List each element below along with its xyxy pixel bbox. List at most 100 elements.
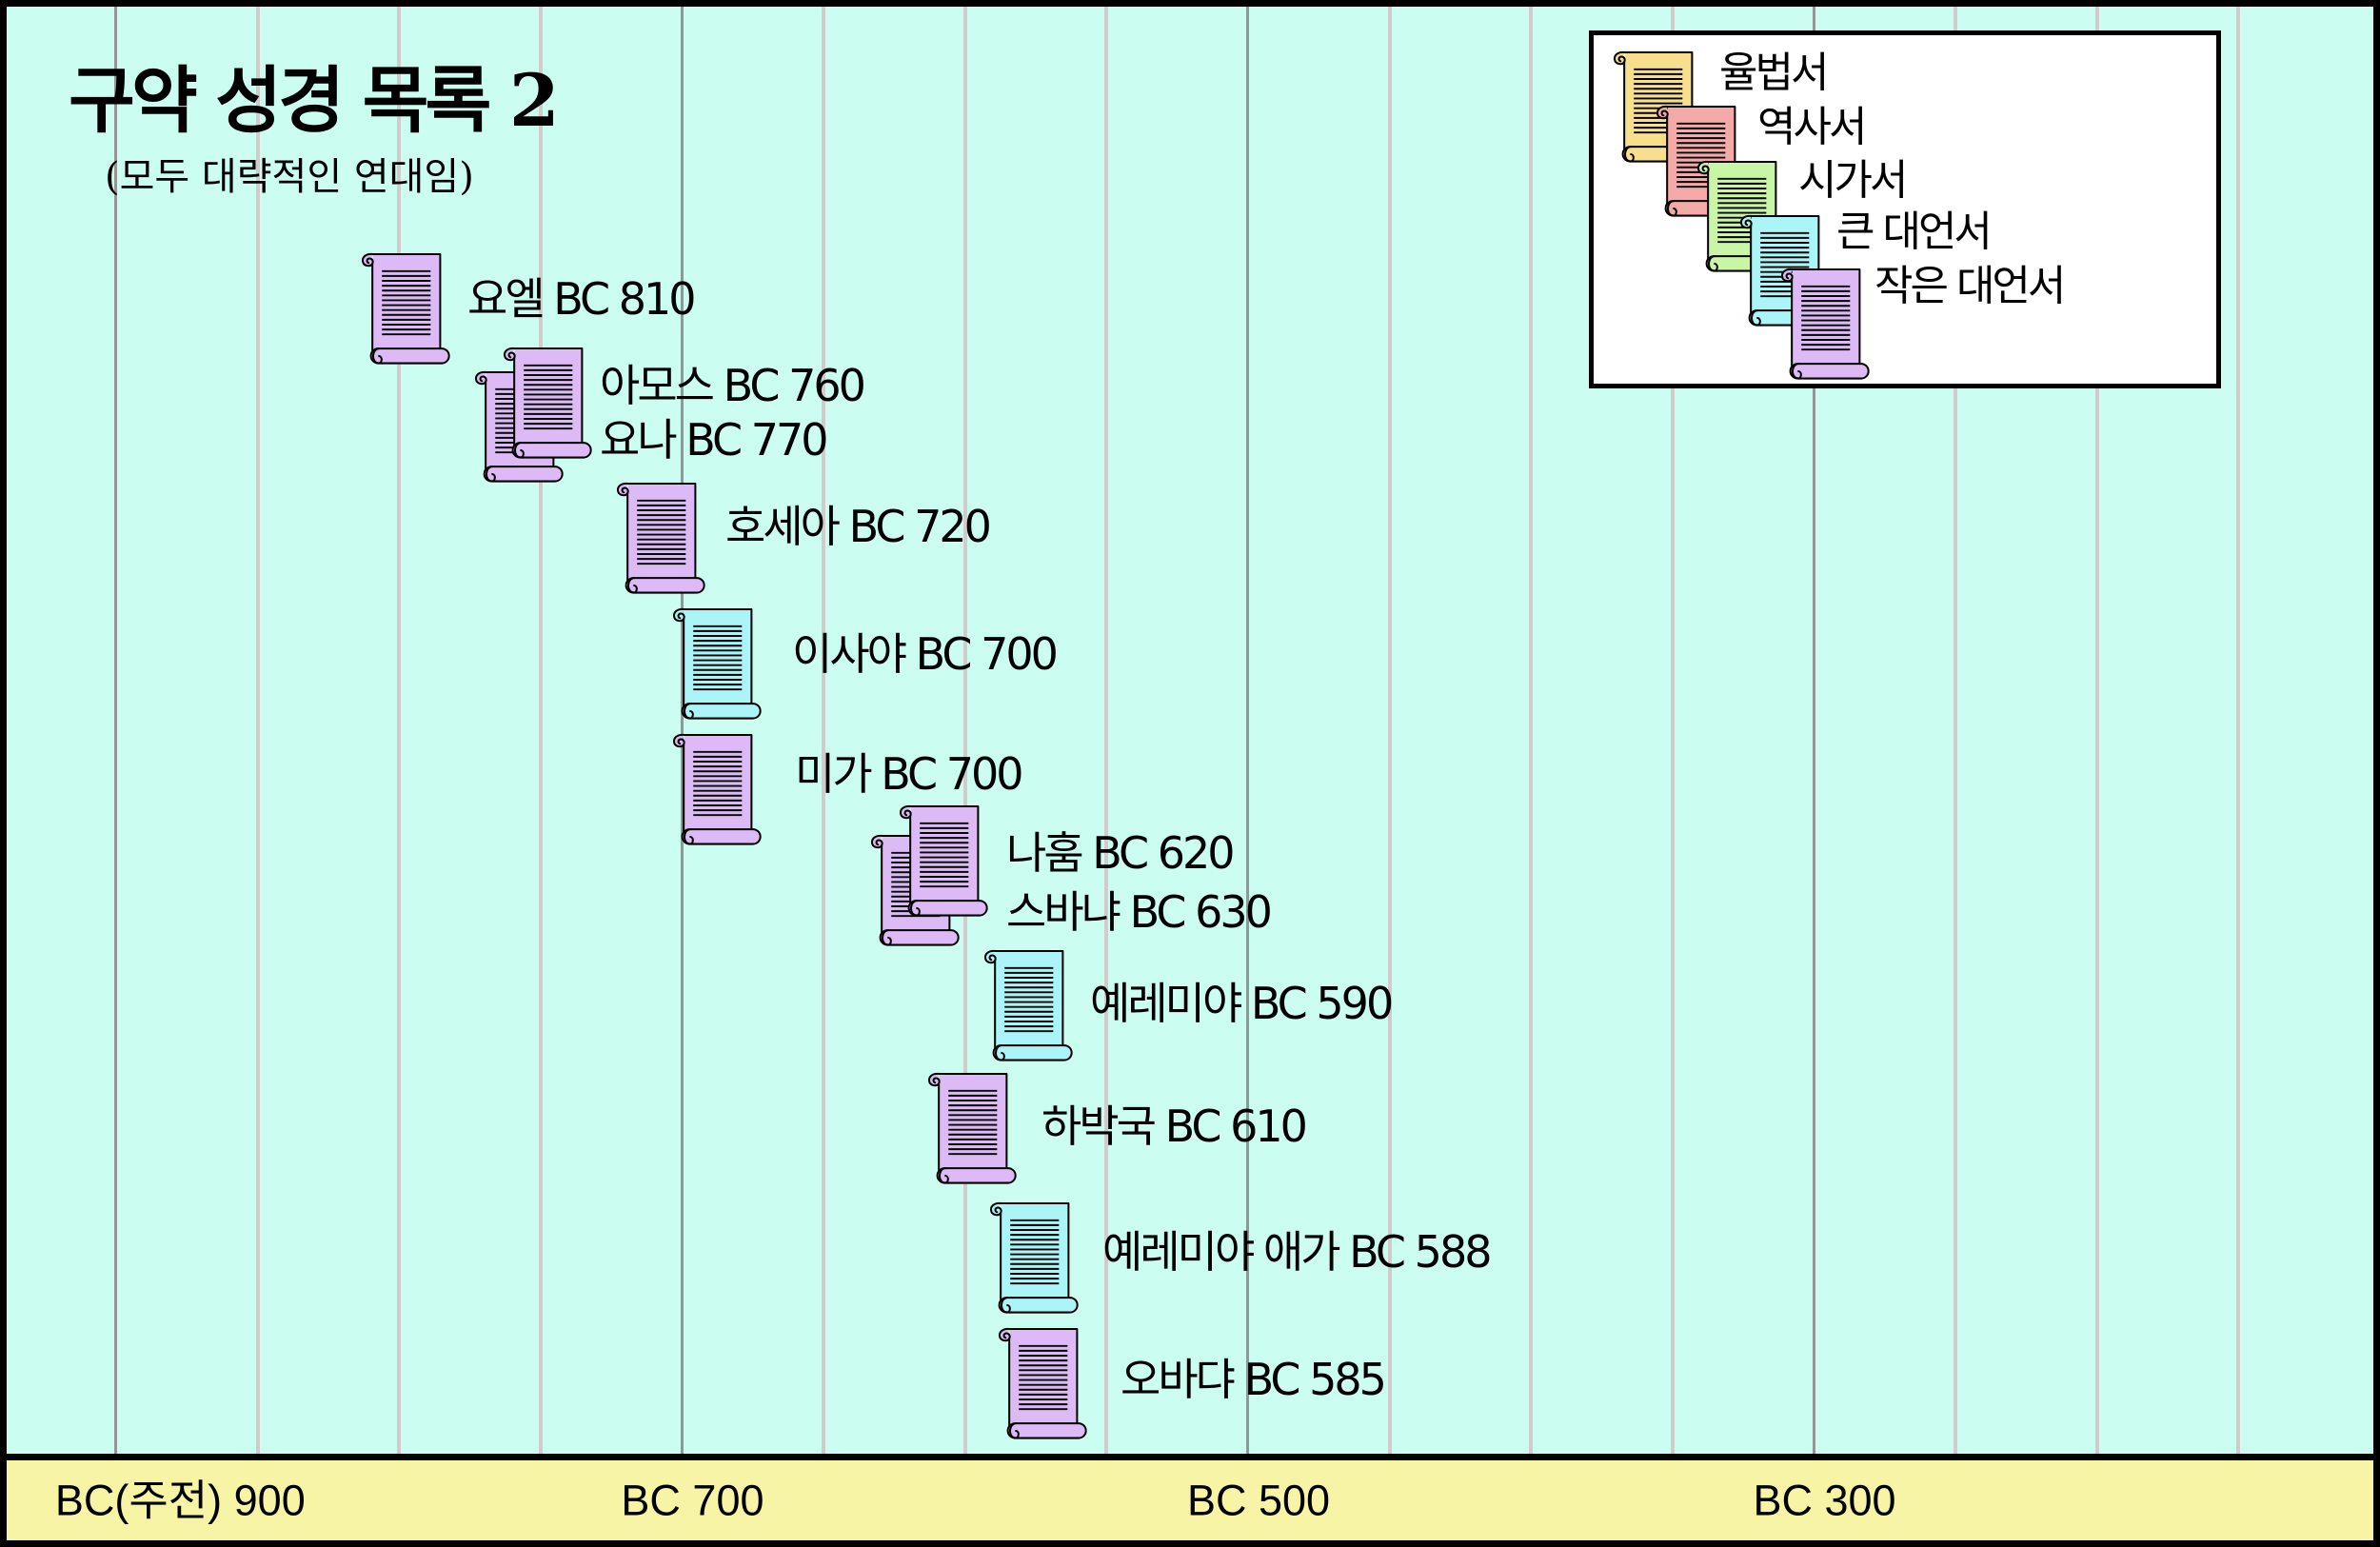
book-name: 아모스 [600,360,715,411]
grid-line-minor [1670,0,1675,1454]
book-year: 630 [1195,886,1273,938]
book-year: 610 [1230,1101,1308,1152]
scroll-icon [984,949,1074,1061]
grid-line-minor [1954,0,1958,1454]
book-scroll-amos [502,345,593,460]
book-year: 620 [1157,827,1236,879]
book-label-jonah: 요나 BC 770 [600,418,829,462]
book-scroll-isaiah [671,605,763,721]
book-year: 588 [1414,1226,1493,1278]
book-label-jeremiah: 예레미야 BC 590 [1090,982,1394,1025]
legend-label: 시가서 [1798,156,1908,205]
era-prefix: BC [1092,827,1149,879]
book-year: 760 [788,360,866,411]
book-year: 700 [945,748,1024,800]
grid-line-minor [2236,0,2241,1454]
grid-line-minor [538,0,543,1454]
book-name: 나훔 [1006,827,1084,879]
book-year: 585 [1309,1354,1387,1405]
era-prefix: BC [881,748,938,800]
book-name: 미가 [795,748,873,800]
era-prefix: BC [1250,978,1308,1029]
book-year: 770 [750,414,829,466]
era-prefix: BC [1349,1226,1406,1278]
book-year: 700 [981,628,1059,680]
scroll-icon [673,607,763,720]
grid-line-major [1812,0,1815,1454]
era-prefix: BC [685,414,743,466]
book-label-lamentations: 예레미야 애가 BC 588 [1102,1230,1492,1274]
book-label-habakkuk: 하박국 BC 610 [1041,1104,1308,1148]
era-prefix: BC [1243,1354,1301,1405]
grid-line-minor [1387,0,1392,1454]
chart-title: 구약 성경 목록 2 [69,58,560,143]
legend-label: 큰 대언서 [1836,208,1993,256]
book-scroll-jeremiah [982,947,1074,1062]
x-axis-band [0,1454,2380,1547]
book-name: 하박국 [1041,1101,1157,1152]
book-scroll-obadiah [997,1325,1088,1440]
legend-label: 역사서 [1757,103,1867,151]
era-prefix: BC [553,273,610,325]
grid-line-minor [962,0,967,1454]
book-name: 요나 [600,414,678,466]
x-tick-label: BC 700 [621,1476,764,1525]
grid-line-major [680,0,684,1454]
scroll-icon [616,482,705,594]
scroll-icon [1781,268,1870,380]
era-prefix: BC [1164,1101,1222,1152]
book-scroll-lamentations [988,1200,1080,1315]
scroll-icon [673,733,763,845]
book-scroll-habakkuk [926,1070,1018,1185]
scroll-icon [362,252,451,365]
era-prefix: BC [848,501,906,552]
book-scroll-hosea [615,480,706,595]
era-prefix: BC [723,360,781,411]
book-name: 이사야 [792,628,907,680]
book-label-joel: 요엘 BC 810 [467,277,697,321]
legend-item-minor-prophets: 작은 대언서 [1779,266,2066,381]
book-name: 요엘 [467,273,545,325]
book-label-amos: 아모스 BC 760 [600,364,866,407]
grid-line-minor [2094,0,2099,1454]
legend-label: 작은 대언서 [1874,262,2066,310]
scroll-icon [990,1201,1080,1314]
book-label-micah: 미가 BC 700 [795,752,1024,796]
book-scroll-nahum [898,803,989,918]
book-label-isaiah: 이사야 BC 700 [792,632,1059,676]
scroll-icon [504,347,592,459]
book-label-hosea: 호세아 BC 720 [725,505,992,548]
x-tick-label: BC 300 [1753,1476,1896,1525]
book-name: 예레미야 [1090,978,1242,1029]
grid-line-minor [1529,0,1534,1454]
x-tick-label: BC 500 [1186,1476,1331,1525]
grid-line-minor [255,0,260,1454]
book-scroll-micah [671,731,763,846]
scroll-icon [999,1327,1087,1439]
book-year: 720 [914,501,992,552]
grid-line-major [1246,0,1250,1454]
book-label-zephaniah: 스바냐 BC 630 [1006,890,1273,934]
legend-label: 율법서 [1719,49,1829,97]
grid-line-minor [822,0,826,1454]
x-tick-label: BC(주전) 900 [54,1476,306,1525]
grid-line-minor [397,0,402,1454]
scroll-icon [927,1072,1017,1184]
book-name: 오바댜 [1121,1354,1236,1405]
book-year: 810 [618,273,697,325]
era-prefix: BC [915,628,973,680]
book-name: 호세아 [725,501,841,552]
chart-subtitle: (모두 대략적인 연대임) [105,155,474,199]
book-label-obadiah: 오바댜 BC 585 [1121,1358,1387,1401]
era-prefix: BC [1129,886,1187,938]
book-label-nahum: 나훔 BC 620 [1006,831,1236,875]
grid-line-minor [1104,0,1109,1454]
grid-line-major [114,0,118,1454]
book-name: 스바냐 [1006,886,1121,938]
scroll-icon [900,804,988,917]
book-year: 590 [1316,978,1394,1029]
book-name: 예레미야 애가 [1102,1226,1341,1278]
book-scroll-joel [360,250,451,366]
